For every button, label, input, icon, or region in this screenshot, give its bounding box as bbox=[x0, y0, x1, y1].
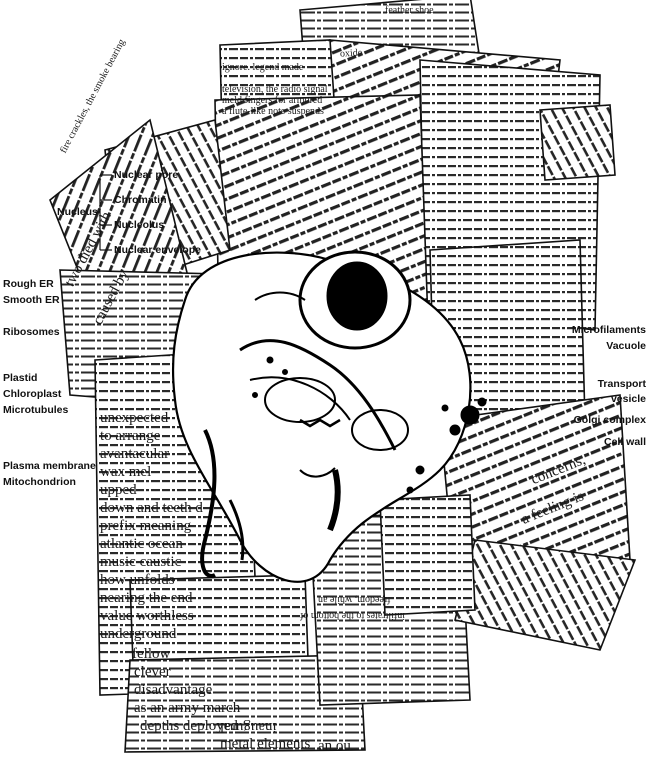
label-plasma-membrane: Plasma membrane bbox=[3, 460, 96, 472]
text-fragment: prefix meaning bbox=[100, 518, 192, 534]
text-fragment: oxide bbox=[339, 47, 363, 60]
text-fragment: music caustic bbox=[100, 554, 182, 570]
label-rough-er: Rough ER bbox=[3, 278, 54, 290]
text-fragment: clever bbox=[134, 664, 171, 680]
text-fragment: depths deployed bbox=[140, 718, 238, 734]
text-fragment: meld fingers for armored bbox=[222, 95, 323, 106]
label-nucleus: Nucleus bbox=[57, 206, 98, 218]
label-nuclear-envelope: Nuclear envelope bbox=[114, 244, 201, 256]
text-fragment: feather shoe bbox=[385, 5, 434, 16]
label-nuclear-pore: Nuclear pore bbox=[114, 169, 179, 181]
label-chloroplast: Chloroplast bbox=[3, 388, 62, 400]
label-microfilaments: Microfilaments bbox=[571, 324, 646, 336]
right-slabs bbox=[379, 239, 637, 651]
text-fragment: down and teeth d bbox=[100, 500, 203, 516]
text-fragment: a flute-like note suspends bbox=[222, 106, 324, 117]
label-smooth-er: Smooth ER bbox=[3, 294, 60, 306]
text-fragment: an ou bbox=[318, 738, 351, 754]
text-fragment: wax mel bbox=[100, 464, 152, 480]
label-microtubules: Microtubules bbox=[3, 404, 69, 416]
text-fragment: underground bbox=[100, 626, 177, 642]
label-golgi-complex: Golgi complex bbox=[573, 414, 646, 426]
label-ribosomes: Ribosomes bbox=[3, 326, 60, 338]
nucleus-bracket bbox=[95, 174, 112, 251]
text-fragment: as an army march bbox=[134, 700, 241, 716]
text-fragment: television, the radio signal bbox=[222, 84, 328, 95]
label-transport: Transport bbox=[597, 378, 646, 390]
text-fragment: atlantic ocean bbox=[100, 536, 183, 552]
label-vesicle: vesicle bbox=[610, 393, 646, 405]
text-fragment: avantacular bbox=[100, 446, 170, 462]
text-fragment: ignore. legend made bbox=[222, 62, 304, 73]
text-fragment: upped bbox=[100, 482, 137, 498]
text-fragment: inaugural bbox=[220, 719, 277, 735]
text-fragment: fellow bbox=[132, 646, 171, 662]
text-fragment: freedom, while an bbox=[318, 594, 391, 605]
text-fragment: nearing the end bbox=[100, 590, 193, 606]
label-vacuole: Vacuole bbox=[606, 340, 646, 352]
cell-illustration bbox=[171, 250, 487, 583]
text-fragment: to arrange bbox=[100, 428, 161, 444]
text-fragment: disadvantage bbox=[134, 682, 213, 698]
label-nucleolus: Nucleolus bbox=[114, 219, 165, 231]
text-fragment: metal elements bbox=[220, 736, 311, 752]
label-mitochondrion: Mitochondrion bbox=[3, 476, 76, 488]
text-fragment: value worthless bbox=[100, 608, 194, 624]
label-plastid: Plastid bbox=[3, 372, 38, 384]
label-cell-wall: Cell wall bbox=[603, 436, 646, 448]
text-fragment: infiltrates to the bottom of bbox=[300, 610, 405, 621]
label-chromatin: Chromatin bbox=[114, 194, 167, 206]
text-fragment: unexpected bbox=[100, 410, 169, 426]
text-fragment: how unfolds bbox=[100, 572, 175, 588]
